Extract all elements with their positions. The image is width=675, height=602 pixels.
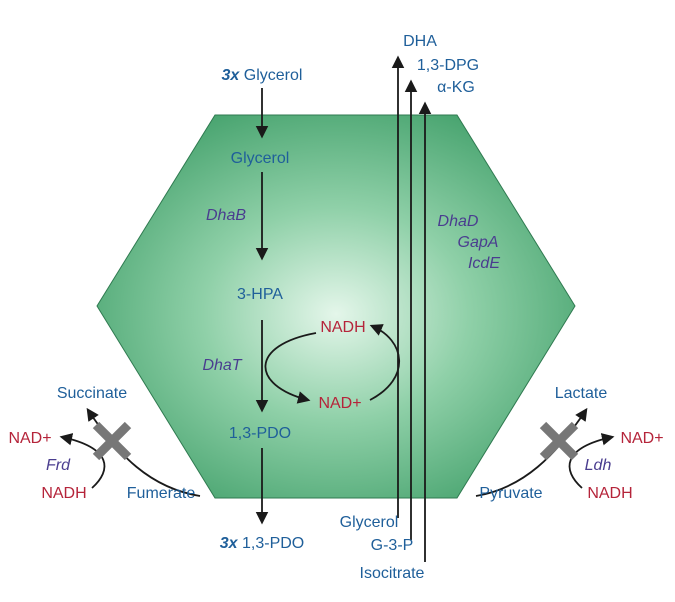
label-fumerate: Fumerate (127, 485, 196, 502)
label-nadh-inner: NADH (320, 319, 365, 336)
label-3hpa: 3-HPA (237, 286, 283, 303)
label-nadplus-inner: NAD+ (318, 395, 361, 412)
label-succinate: Succinate (57, 385, 127, 402)
label-ldh: Ldh (585, 457, 612, 474)
label-gapa: GapA (458, 234, 499, 251)
label-nadplus-left: NAD+ (8, 430, 51, 447)
label-nadplus-right: NAD+ (620, 430, 663, 447)
label-isocitrate: Isocitrate (360, 565, 425, 582)
label-3x-glycerol: 3x Glycerol (222, 67, 303, 84)
arrow-nadh-to-nadplus-left (59, 433, 106, 489)
label-dhad: DhaD (438, 213, 479, 230)
label-glycerol-inner: Glycerol (231, 150, 290, 167)
microcompartment-hexagon (96, 114, 576, 499)
arrow-nadplus-to-nadh (369, 324, 401, 401)
label-3x-pdo: 3x 1,3-PDO (220, 535, 305, 552)
arrow-nadh-to-nadplus-right (568, 433, 615, 489)
label-pyruvate: Pyruvate (479, 485, 542, 502)
arrow-pyruvate-lactate (475, 407, 588, 497)
label-icde: IcdE (468, 255, 500, 272)
label-nadh-left: NADH (41, 485, 86, 502)
label-dhab: DhaB (206, 207, 246, 224)
label-pdo-inner: 1,3-PDO (229, 425, 291, 442)
label-g3p: G-3-P (371, 537, 414, 554)
blocked-x-right-2 (539, 421, 579, 461)
label-frd: Frd (46, 457, 71, 474)
label-akg: α-KG (437, 79, 475, 96)
label-dhat: DhaT (202, 357, 242, 374)
label-glycerol-in: Glycerol (340, 514, 399, 531)
arrow-nadh-to-nadplus (264, 332, 317, 404)
label-dha: DHA (403, 33, 437, 50)
blocked-x-left-2 (92, 421, 132, 461)
label-13dpg: 1,3-DPG (417, 57, 479, 74)
label-nadh-right: NADH (587, 485, 632, 502)
label-lactate: Lactate (555, 385, 608, 402)
